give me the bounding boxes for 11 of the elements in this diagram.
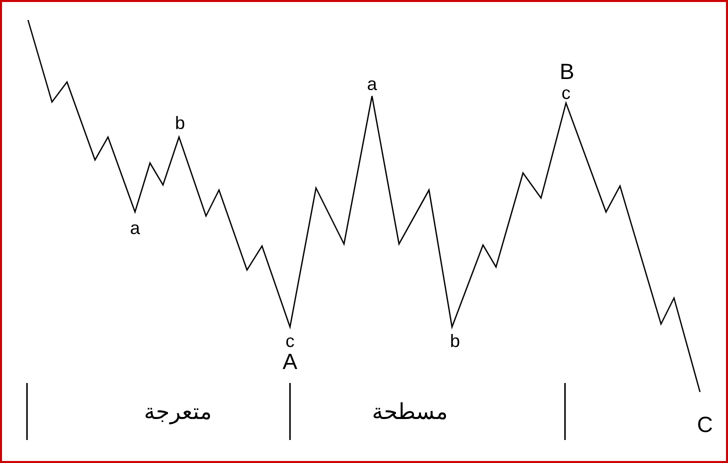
wave-label: a (130, 219, 140, 237)
wave-label: B (560, 61, 574, 83)
wave-label: a (367, 75, 377, 93)
wave-label: b (450, 332, 460, 350)
wave-label: b (175, 114, 185, 132)
wave-label: مسطحة (372, 401, 448, 423)
wave-label: C (697, 414, 713, 436)
wave-label: A (282, 351, 298, 373)
wave-label: c (286, 332, 294, 350)
wave-label: c (562, 84, 570, 102)
wave-label: متعرجة (144, 401, 212, 423)
